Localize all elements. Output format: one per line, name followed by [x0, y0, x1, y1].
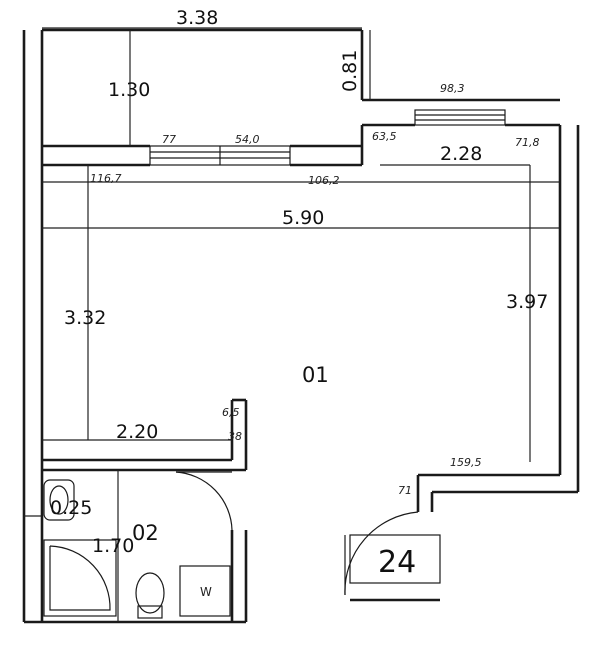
dim-niche-depth: 0.25 — [50, 497, 92, 519]
dimension-lines — [24, 27, 560, 622]
dim-right-height: 3.97 — [506, 291, 548, 313]
dim-top-width: 3.38 — [176, 7, 218, 29]
note-door: 71 — [398, 484, 412, 497]
room-label-bath: 02 — [132, 521, 159, 545]
dim-right-step-width: 2.28 — [440, 143, 482, 165]
note-window-left-a: 77 — [162, 133, 176, 146]
dim-bath-height: 1.70 — [92, 535, 134, 557]
note-small-right: 63,5 — [372, 130, 397, 143]
dim-balcony-depth: 1.30 — [108, 79, 150, 101]
handwritten-notes: 98,3 77 54,0 116,7 106,2 63,5 71,8 159,5… — [90, 82, 540, 497]
doors — [175, 471, 419, 596]
washer-label: W — [200, 585, 212, 599]
room-labels: 01 02 24 W — [132, 363, 416, 599]
dim-left-height: 3.32 — [64, 307, 106, 329]
dim-bath-width: 2.20 — [116, 421, 158, 443]
note-bath-b: 38 — [228, 430, 242, 443]
dimension-labels: 3.38 1.30 0.81 2.28 5.90 3.32 3.97 2.20 … — [50, 7, 548, 557]
note-small-right-b: 71,8 — [515, 136, 540, 149]
room-label-main: 01 — [302, 363, 329, 387]
note-bath-a: 6,5 — [222, 406, 240, 419]
note-window-right: 98,3 — [440, 82, 465, 95]
dim-step-height: 0.81 — [339, 50, 361, 92]
note-window-left-b: 54,0 — [235, 133, 260, 146]
note-corner-offset: 159,5 — [450, 456, 482, 469]
windows — [149, 109, 506, 166]
fixtures — [43, 479, 441, 619]
note-offset-left: 116,7 — [90, 172, 122, 185]
note-offset-mid: 106,2 — [308, 174, 340, 187]
unit-number: 24 — [378, 545, 416, 580]
walls — [22, 28, 580, 624]
dim-room-width: 5.90 — [282, 207, 324, 229]
